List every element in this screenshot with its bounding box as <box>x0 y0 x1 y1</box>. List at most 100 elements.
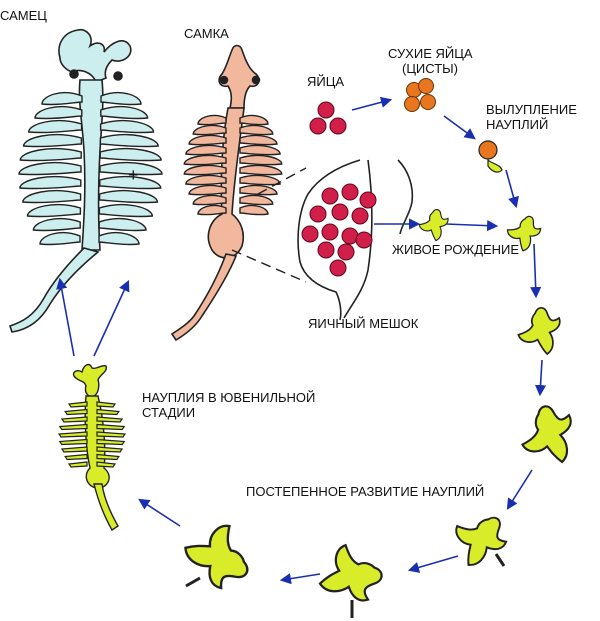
hatching-cyst-icon <box>478 140 503 173</box>
sac-egg <box>317 241 335 259</box>
dry-eggs-label-line2: (ЦИСТЫ) <box>401 61 459 76</box>
female-leg-left <box>192 124 227 136</box>
sac-egg <box>351 207 369 225</box>
male-leg-left <box>34 106 83 120</box>
male-leg-left <box>39 232 81 246</box>
female-leg-right <box>239 164 283 176</box>
female-leg-right <box>239 134 278 146</box>
male-leg-right <box>98 232 140 246</box>
male-leg-left <box>19 148 82 162</box>
male-leg-right <box>99 162 163 176</box>
male-leg-right <box>100 92 142 106</box>
egg-sac-eggs <box>301 183 377 277</box>
female-leg-right <box>239 194 274 206</box>
male-leg-left <box>41 92 83 106</box>
dry-cyst <box>404 96 420 112</box>
dry-eggs-label: СУХИЕ ЯЙЦА (ЦИСТЫ) <box>388 46 473 76</box>
cycle-arrows <box>56 96 547 585</box>
dry-cyst <box>418 78 434 94</box>
red-egg <box>329 117 347 135</box>
male-leg-left <box>22 190 82 204</box>
red-eggs-icon <box>309 101 347 135</box>
red-egg <box>317 101 335 119</box>
egg-sac-label: ЯИЧНЫЙ МЕШОК <box>308 316 419 331</box>
male-abdomen <box>8 247 100 333</box>
male-leg-right <box>98 204 154 218</box>
juvenile-leg-left <box>67 461 88 468</box>
sac-egg <box>337 243 355 261</box>
male-leg-right <box>98 218 147 232</box>
female-leg-left <box>197 114 227 126</box>
sac-egg <box>301 225 319 243</box>
nauplius-stage-1-icon <box>506 215 542 252</box>
juvenile-leg-right <box>96 438 126 446</box>
male-leg-right <box>99 134 159 148</box>
nauplius-live-birth-icon <box>418 209 449 242</box>
nauplius-tail <box>494 553 506 567</box>
nauplius-stage-4-icon <box>455 516 508 566</box>
juvenile-leg-right <box>96 446 124 453</box>
male-leg-left <box>26 204 82 218</box>
female-leg-right <box>239 144 281 156</box>
hatching-label-line1: ВЫЛУПЛЕНИЕ <box>486 102 577 117</box>
juvenile-legs <box>57 401 127 468</box>
nauplius-tail <box>185 576 201 588</box>
male-leg-right <box>99 120 155 134</box>
female-leg-left <box>197 204 227 216</box>
nauplius-stage-2-icon <box>517 306 561 356</box>
female-leg-right <box>239 204 269 216</box>
female-leg-left <box>188 184 227 196</box>
female-leg-left <box>192 194 227 206</box>
sac-egg <box>329 259 347 277</box>
female-leg-left <box>185 174 227 186</box>
male-leg-left <box>19 176 82 190</box>
female-leg-right <box>239 124 274 136</box>
juvenile-label: НАУПЛИЯ В ЮВЕНИЛЬНОЙ СТАДИИ <box>142 390 315 420</box>
juvenile-leg-right <box>96 423 126 431</box>
male-legs <box>18 92 163 246</box>
juvenile-leg-left <box>60 446 88 453</box>
sac-egg <box>309 205 327 223</box>
female-leg-left <box>183 154 227 166</box>
juvenile-leg-left <box>67 401 88 408</box>
female-leg-right <box>239 114 269 126</box>
plus-label: + <box>128 165 139 185</box>
juvenile-leg-right <box>96 401 117 408</box>
female-leg-right <box>239 174 281 186</box>
egg-sac-detail <box>297 159 414 321</box>
male-leg-left <box>22 134 83 148</box>
juvenile-leg-right <box>96 453 120 461</box>
male-leg-right <box>100 106 149 120</box>
female-leg-right <box>239 184 278 196</box>
hatching-label: ВЫЛУПЛЕНИЕ НАУПЛИЙ <box>486 102 577 132</box>
juvenile-leg-left <box>60 416 88 423</box>
nauplius-stage-6-icon <box>184 524 249 590</box>
male-leg-right <box>99 148 162 162</box>
nauplius-stage-5-icon <box>318 543 383 602</box>
male-label: САМЕЦ <box>0 8 47 23</box>
male-leg-left <box>18 162 82 176</box>
sac-egg <box>355 231 373 249</box>
sac-pointer-line-upper <box>257 167 307 195</box>
juvenile-leg-left <box>58 423 88 431</box>
dry-cyst <box>420 94 436 110</box>
juvenile-leg-right <box>96 431 127 438</box>
juvenile-leg-left <box>64 408 88 416</box>
juvenile-leg-right <box>96 416 124 423</box>
juvenile-label-line1: НАУПЛИЯ В ЮВЕНИЛЬНОЙ <box>142 390 316 405</box>
eggs-label: ЯЙЦА <box>307 74 345 89</box>
dry-eggs-label-line1: СУХИЕ ЯЙЦА <box>388 46 473 61</box>
dry-cysts-icon <box>404 78 436 112</box>
sac-pointer-line-lower <box>231 249 307 283</box>
sac-egg <box>341 183 359 201</box>
gradual-development-label: ПОСТЕПЕННОЕ РАЗВИТИЕ НАУПЛИЙ <box>246 484 485 499</box>
juvenile-leg-left <box>64 453 88 461</box>
female-leg-left <box>183 164 227 176</box>
female-leg-right <box>239 154 283 166</box>
male-leg-right <box>98 190 159 204</box>
hatching-label-line2: НАУПЛИЙ <box>486 117 549 132</box>
sac-egg <box>321 223 339 241</box>
female-leg-left <box>185 144 227 156</box>
juvenile-leg-left <box>57 431 88 438</box>
